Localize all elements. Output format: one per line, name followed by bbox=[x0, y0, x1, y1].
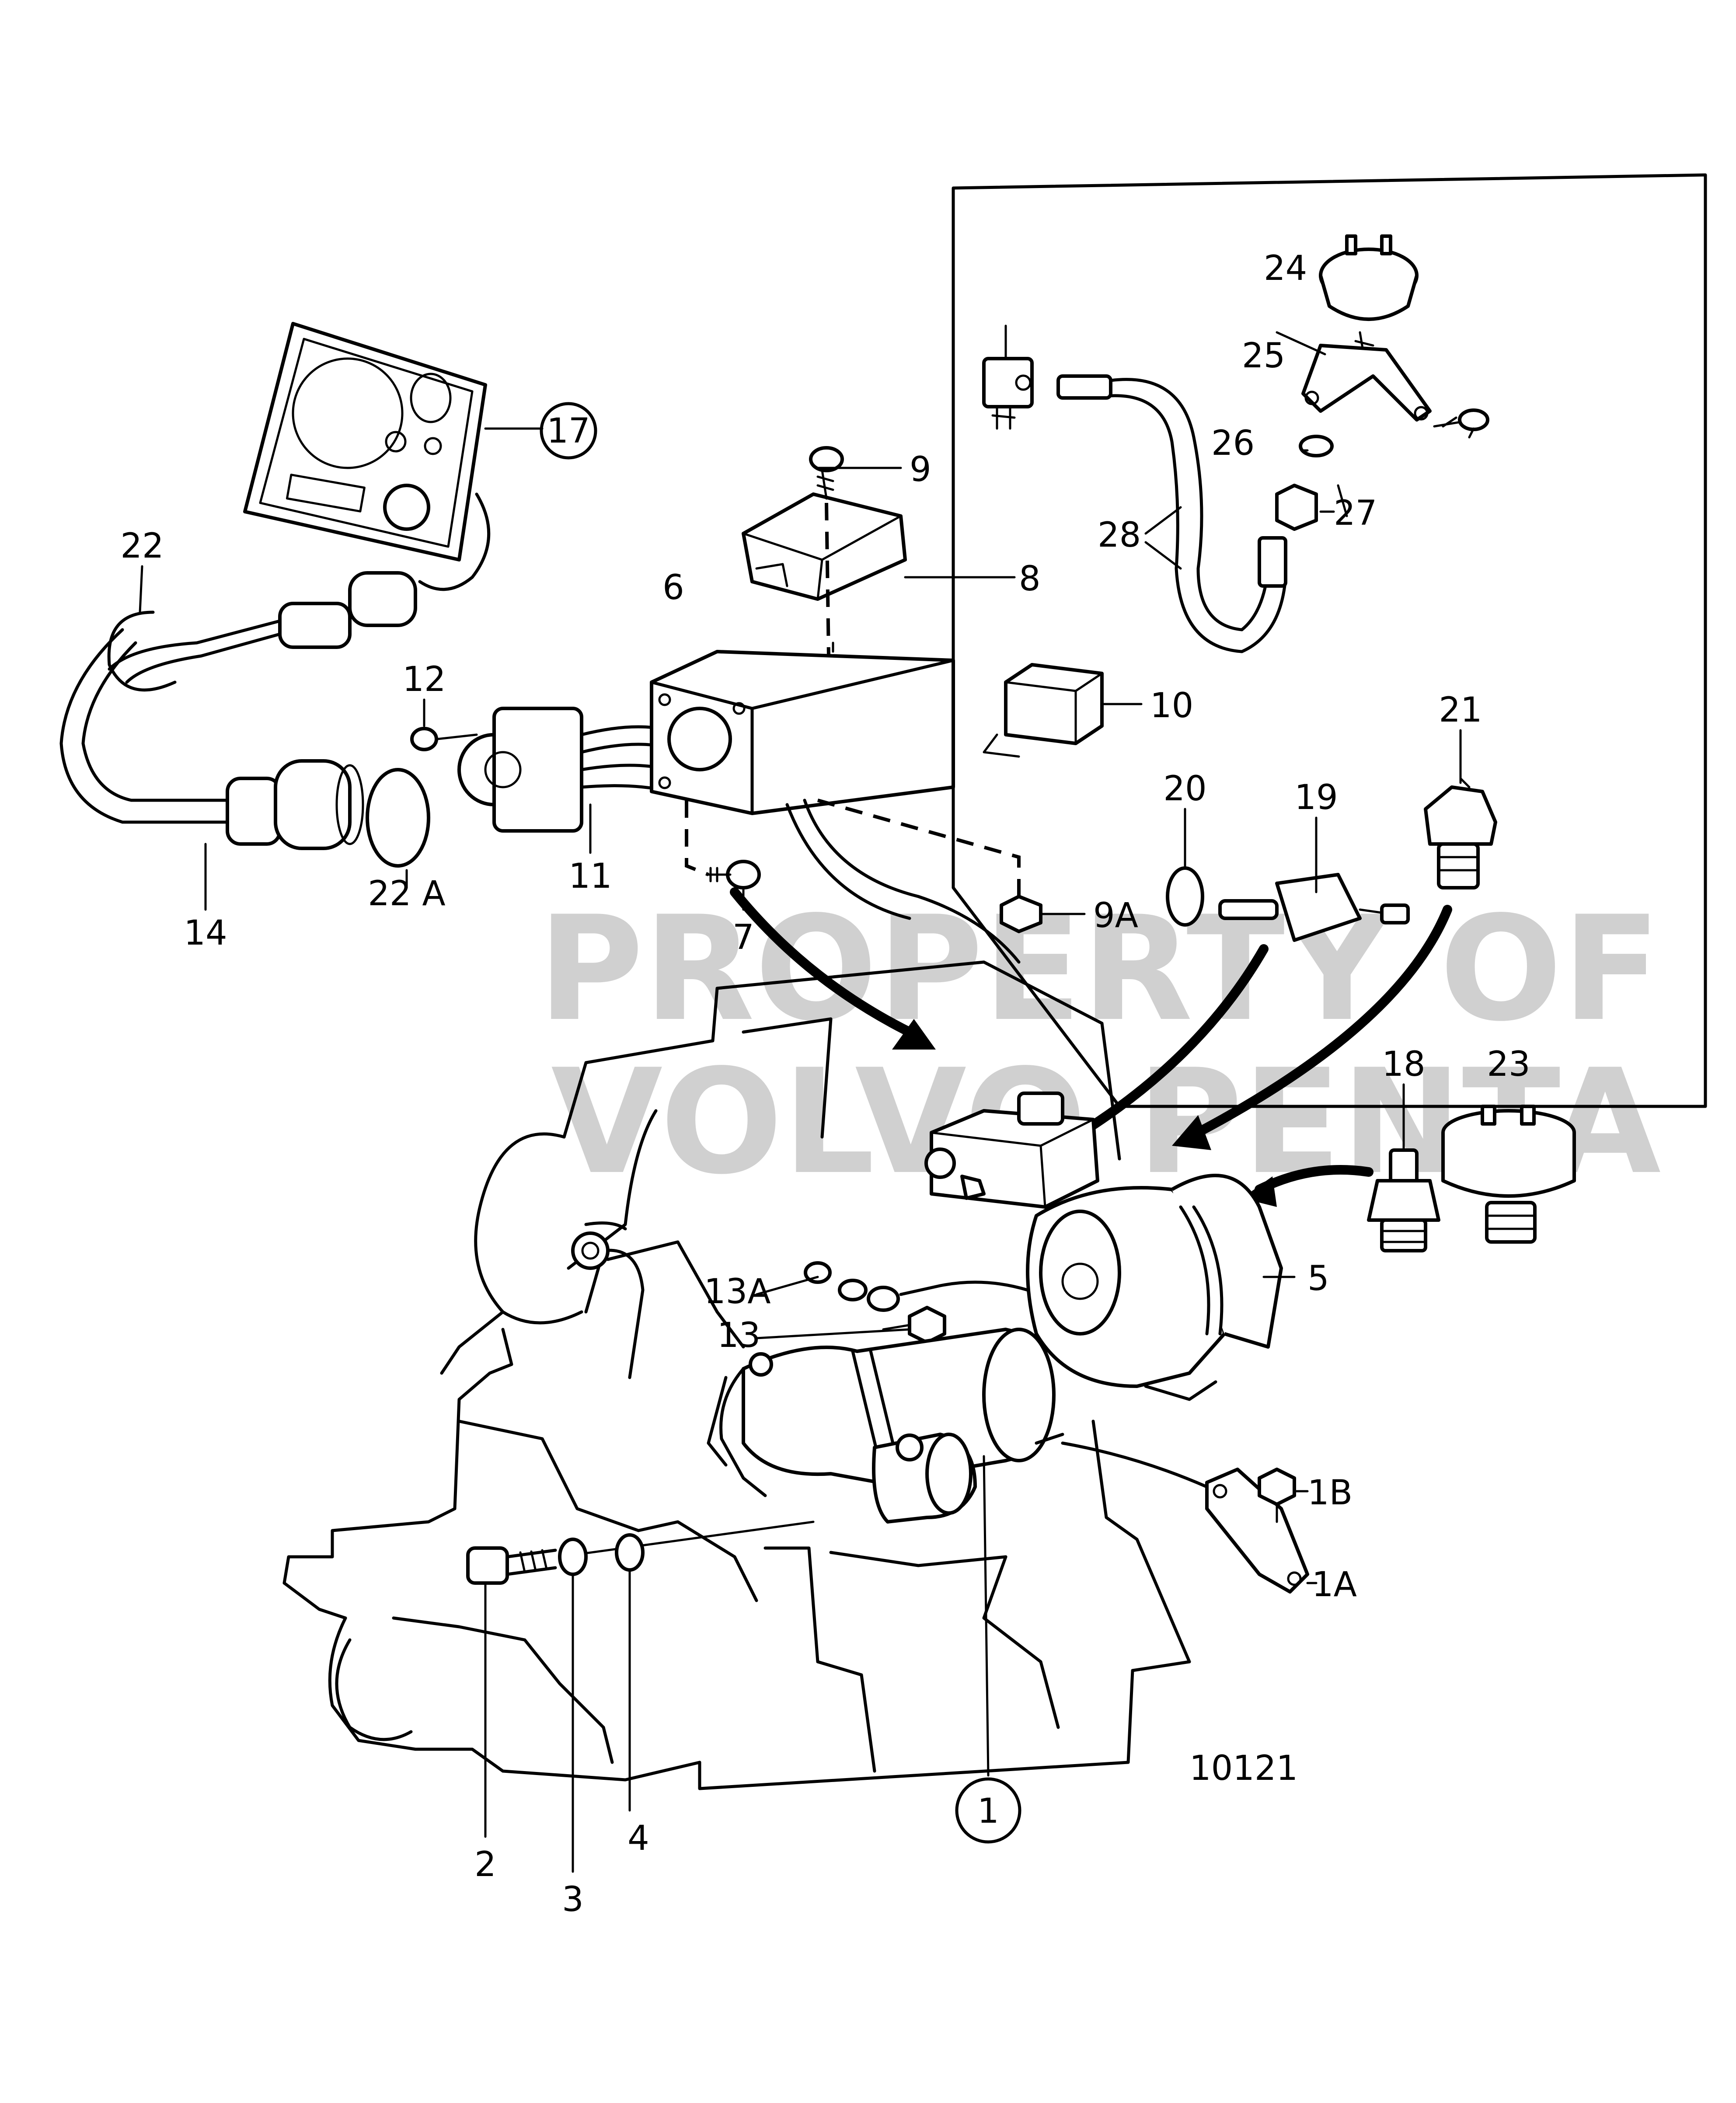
temp-sender-17 bbox=[1218, 873, 1410, 942]
nut-9a bbox=[817, 799, 1042, 933]
sender-16 bbox=[1367, 1148, 1440, 1252]
callout-13a: 13A bbox=[704, 1272, 771, 1311]
connector-11 bbox=[457, 707, 671, 833]
oil-pressure-sender-22a bbox=[1319, 234, 1419, 360]
callout-10: 10 bbox=[1150, 686, 1193, 725]
bolt-2 bbox=[466, 1521, 815, 1585]
callout-24: 26 bbox=[1211, 424, 1255, 463]
engine-block bbox=[282, 960, 1191, 1790]
callout-17: 19 bbox=[1294, 778, 1338, 817]
callout-11: 11 bbox=[568, 857, 612, 896]
washer-18 bbox=[1166, 866, 1204, 927]
callout-19: 21 bbox=[1439, 691, 1482, 730]
bolt-13 bbox=[882, 1306, 946, 1344]
drawing-number: 10121 bbox=[1189, 1749, 1298, 1788]
callout-25: 27 bbox=[1334, 494, 1377, 533]
o-ring-21 bbox=[366, 768, 430, 868]
callout-8: 8 bbox=[1019, 559, 1041, 599]
callout-circle-1 bbox=[955, 1777, 1021, 1844]
screw-12 bbox=[410, 727, 478, 751]
callout-18: 20 bbox=[1163, 769, 1206, 809]
washer-4 bbox=[615, 1533, 645, 1572]
hose-26 bbox=[1056, 374, 1287, 653]
alternator-5 bbox=[1026, 1174, 1283, 1401]
callout-12: 12 bbox=[402, 660, 446, 699]
control-box-6 bbox=[650, 650, 955, 815]
arrow-19-to-engine bbox=[1185, 905, 1452, 1142]
starter-motor-1 bbox=[707, 1328, 1064, 1524]
callout-20: 22 bbox=[120, 527, 164, 566]
callout-16: 18 bbox=[1382, 1045, 1425, 1084]
cable-harness-14 bbox=[59, 571, 417, 850]
bolt-1b bbox=[1258, 1468, 1296, 1523]
callout-2: 2 bbox=[474, 1845, 496, 1884]
cover-8 bbox=[742, 492, 907, 601]
callout-5: 5 bbox=[1307, 1259, 1329, 1298]
box-wiring bbox=[803, 799, 1021, 964]
screw-9 bbox=[809, 446, 844, 656]
leader-lines bbox=[139, 324, 1475, 1873]
callout-21: 22 A bbox=[368, 874, 445, 914]
callout-4: 4 bbox=[627, 1819, 649, 1858]
callout-3: 3 bbox=[562, 1880, 584, 1919]
callout-15: 17 bbox=[547, 412, 590, 451]
callout-23: 25 bbox=[1242, 336, 1285, 376]
bracket-1a bbox=[1061, 1441, 1309, 1594]
callout-6: 6 bbox=[662, 568, 684, 607]
callout-9: 9 bbox=[910, 450, 931, 489]
callout-26: 28 bbox=[1098, 516, 1141, 555]
callout-1b: 1B bbox=[1307, 1473, 1353, 1513]
callout-14: 14 bbox=[184, 914, 227, 953]
callout-9a: 9A bbox=[1093, 896, 1138, 935]
oil-pressure-sender-22 bbox=[1441, 1105, 1576, 1244]
callout-22a: 24 bbox=[1264, 249, 1307, 288]
cable-clip-20 bbox=[107, 610, 177, 692]
bracket-23 bbox=[1301, 344, 1432, 422]
banjo-27 bbox=[982, 357, 1034, 430]
callout-22: 23 bbox=[1487, 1045, 1530, 1084]
callout-circle-15 bbox=[540, 402, 597, 460]
washers-13a bbox=[804, 1261, 1029, 1312]
engine-mounted-box bbox=[924, 1092, 1099, 1209]
callout-labels: 17 1 1A 1B 2 3 4 5 6 7 8 9 9A 10 11 12 1… bbox=[120, 249, 1530, 1919]
callout-13: 13 bbox=[717, 1316, 760, 1355]
arrow-box-to-engine bbox=[730, 887, 923, 1041]
nut-25 bbox=[1275, 484, 1318, 531]
switch-19 bbox=[1424, 777, 1497, 889]
screw-28 bbox=[1433, 408, 1489, 431]
watermark-line1: PROPERTY OF bbox=[538, 885, 1661, 1053]
callout-1: 1 bbox=[977, 1792, 999, 1831]
callout-1a: 1A bbox=[1312, 1565, 1357, 1604]
washer-3 bbox=[558, 1538, 588, 1576]
washer-24 bbox=[1299, 435, 1334, 457]
relay-10 bbox=[983, 663, 1104, 758]
callout-7: 7 bbox=[732, 918, 754, 957]
instrument-panel-15 bbox=[243, 322, 491, 591]
